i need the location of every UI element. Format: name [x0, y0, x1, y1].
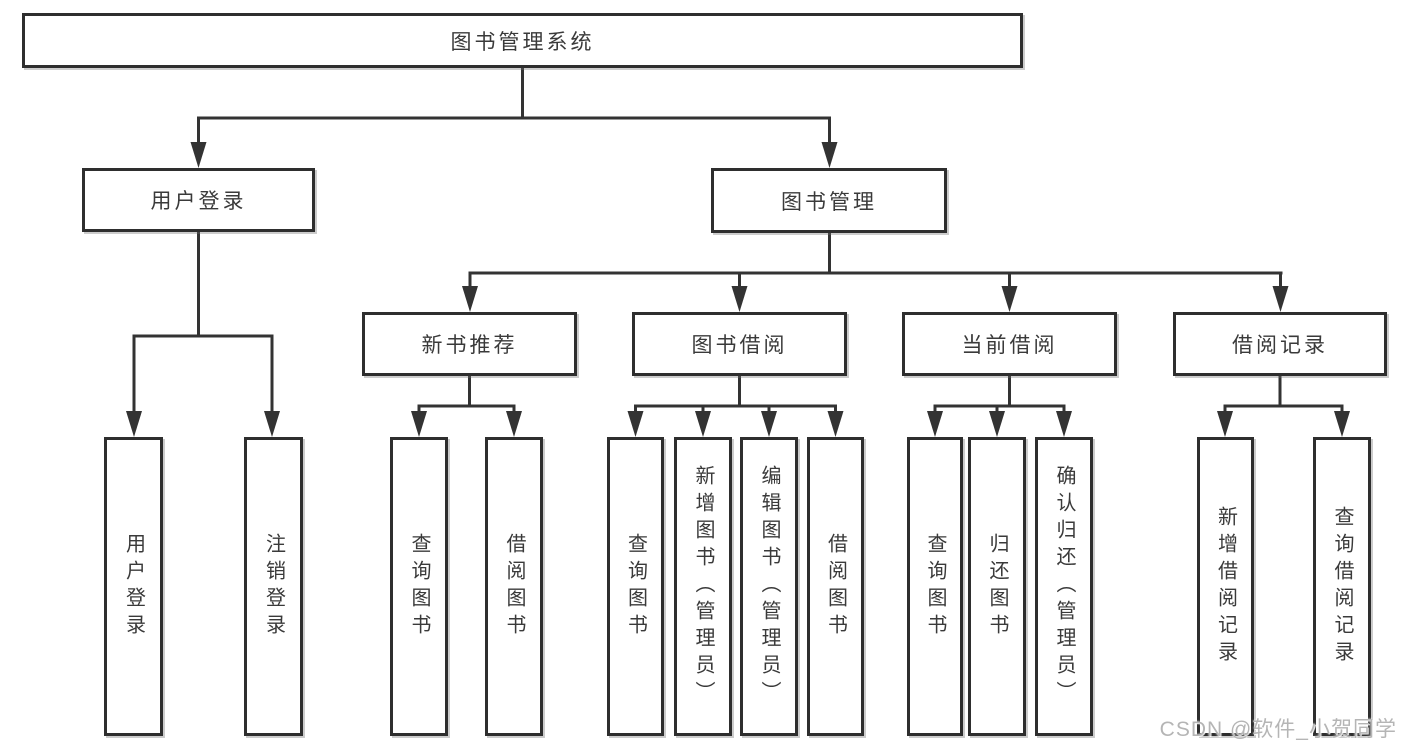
leaf-borrow-books: 借阅图书: [807, 437, 864, 736]
node-borrowing-records: 借阅记录: [1173, 312, 1387, 376]
node-label: 编辑图书（管理员）: [758, 465, 780, 708]
node-library-system-root: 图书管理系统: [22, 13, 1023, 68]
node-label: 图书借阅: [691, 334, 788, 357]
leaf-logout: 注销登录: [244, 437, 303, 736]
leaf-user-login: 用户登录: [104, 437, 163, 736]
leaf-add-books-admin: 新增图书（管理员）: [674, 437, 732, 736]
node-label: 当前借阅: [961, 334, 1058, 357]
node-label: 查询图书: [624, 532, 647, 641]
leaf-query-books-recommend: 查询图书: [390, 437, 448, 736]
leaf-return-books: 归还图书: [968, 437, 1026, 736]
node-book-management: 图书管理: [711, 168, 947, 233]
node-label: 图书管理系统: [450, 30, 595, 54]
csdn-watermark: CSDN @软件_小贺同学: [1159, 718, 1397, 741]
leaf-confirm-return-admin: 确认归还（管理员）: [1035, 437, 1093, 736]
node-label: 借阅图书: [824, 532, 847, 641]
node-label: 注销登录: [262, 532, 285, 641]
node-label: 用户登录: [122, 532, 145, 641]
leaf-borrow-books-recommend: 借阅图书: [485, 437, 543, 736]
node-label: 用户登录: [150, 190, 247, 213]
node-current-borrowing: 当前借阅: [902, 312, 1117, 376]
node-label: 图书管理: [781, 190, 877, 214]
node-label: 确认归还（管理员）: [1053, 465, 1075, 708]
node-label: 查询图书: [408, 532, 430, 641]
leaf-query-books-current: 查询图书: [907, 437, 963, 736]
leaf-query-books-borrow: 查询图书: [607, 437, 664, 736]
node-new-book-recommendation: 新书推荐: [362, 312, 577, 376]
node-label: 借阅记录: [1232, 334, 1328, 357]
leaf-add-borrow-record: 新增借阅记录: [1197, 437, 1254, 736]
node-book-borrowing: 图书借阅: [632, 312, 847, 376]
leaf-query-borrow-record: 查询借阅记录: [1313, 437, 1371, 736]
node-label: 归还图书: [986, 532, 1008, 641]
node-label: 查询图书: [924, 532, 946, 641]
node-label: 新书推荐: [421, 334, 518, 357]
node-label: 新增借阅记录: [1214, 505, 1237, 668]
node-label: 借阅图书: [503, 532, 525, 641]
leaf-edit-books-admin: 编辑图书（管理员）: [740, 437, 798, 736]
node-user-login: 用户登录: [82, 168, 315, 232]
node-label: 查询借阅记录: [1331, 505, 1353, 668]
node-label: 新增图书（管理员）: [692, 465, 714, 708]
